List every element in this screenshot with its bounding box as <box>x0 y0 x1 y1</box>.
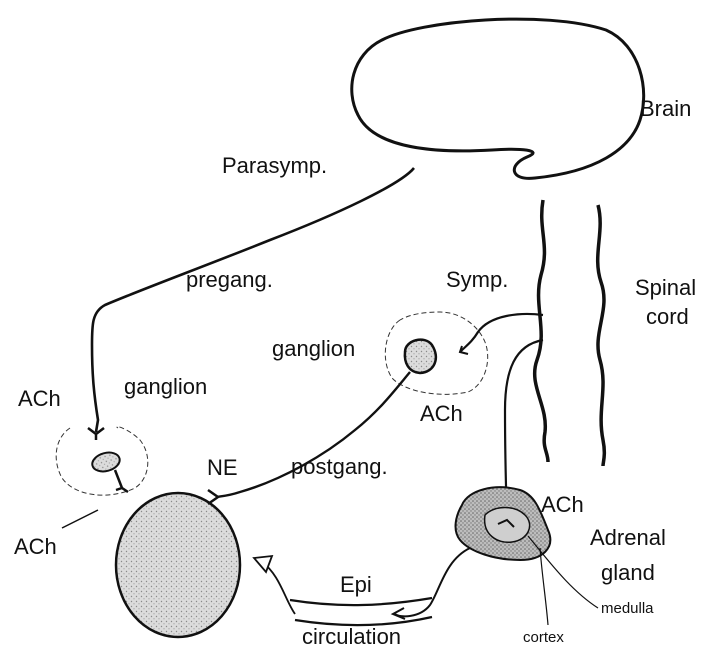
ach-label-parasympathetic-postganglionic: ACh <box>14 535 57 559</box>
circulation-vessel-top <box>290 598 432 605</box>
circulation-label: circulation <box>302 625 401 649</box>
brain-outline <box>352 19 644 178</box>
sympathetic-ganglion-label: ganglion <box>272 337 355 361</box>
adrenal-label-line2: gland <box>601 561 655 585</box>
ach-pointer-para-bottom <box>62 510 98 528</box>
cortex-label: cortex <box>523 630 564 647</box>
parasympathetic-ganglion-label: ganglion <box>124 375 207 399</box>
preganglionic-label: pregang. <box>186 268 273 292</box>
epi-release-arrowhead <box>393 608 405 619</box>
epinephrine-label: Epi <box>340 573 372 597</box>
sympathetic-label: Symp. <box>446 268 508 292</box>
spinal-cord-label-line1: Spinal <box>635 276 696 300</box>
target-organ <box>116 493 240 637</box>
medulla-label: medulla <box>601 601 654 618</box>
sympathetic-preganglionic-fiber <box>460 314 543 352</box>
ach-label-adrenal: ACh <box>541 493 584 517</box>
ach-label-sympathetic-ganglion: ACh <box>420 402 463 426</box>
adrenal-gland-medulla <box>485 508 530 543</box>
spinal-cord-label-line2: cord <box>646 305 689 329</box>
brain-label: Brain <box>640 97 691 121</box>
parasympathetic-postganglionic-fiber <box>115 470 128 492</box>
ach-label-parasympathetic-preganglionic: ACh <box>18 387 61 411</box>
ne-terminal <box>208 490 218 504</box>
ne-label: NE <box>207 456 238 480</box>
sympathetic-ganglion-cell <box>405 340 436 373</box>
adrenal-label-line1: Adrenal <box>590 526 666 550</box>
spinal-cord-right <box>598 205 605 466</box>
postganglionic-label: postgang. <box>291 455 388 479</box>
parasympathetic-label: Parasymp. <box>222 154 327 178</box>
epi-release-path <box>395 548 470 616</box>
spinal-cord-left <box>535 200 548 462</box>
parasympathetic-ganglion-cell <box>90 450 122 475</box>
